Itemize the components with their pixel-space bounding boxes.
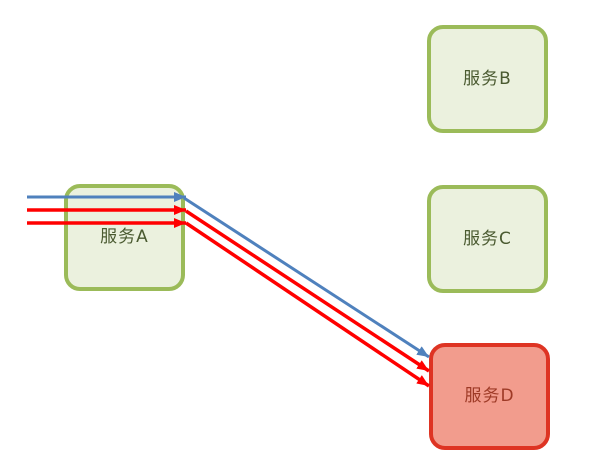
node-service-c-label: 服务C bbox=[463, 228, 512, 249]
node-service-c: 服务C bbox=[427, 185, 548, 293]
arrow-red2-service-a-to-service-d bbox=[185, 221, 430, 388]
node-service-d: 服务D bbox=[429, 343, 550, 450]
arrow-red1-service-a-to-service-d bbox=[185, 209, 430, 373]
node-service-d-label: 服务D bbox=[464, 386, 515, 406]
node-service-b-label: 服务B bbox=[463, 68, 512, 89]
arrow-blue-service-a-to-service-d bbox=[183, 196, 430, 359]
node-service-a-label: 服务A bbox=[100, 227, 149, 247]
node-service-b: 服务B bbox=[427, 25, 548, 133]
node-service-a: 服务A bbox=[64, 184, 185, 291]
